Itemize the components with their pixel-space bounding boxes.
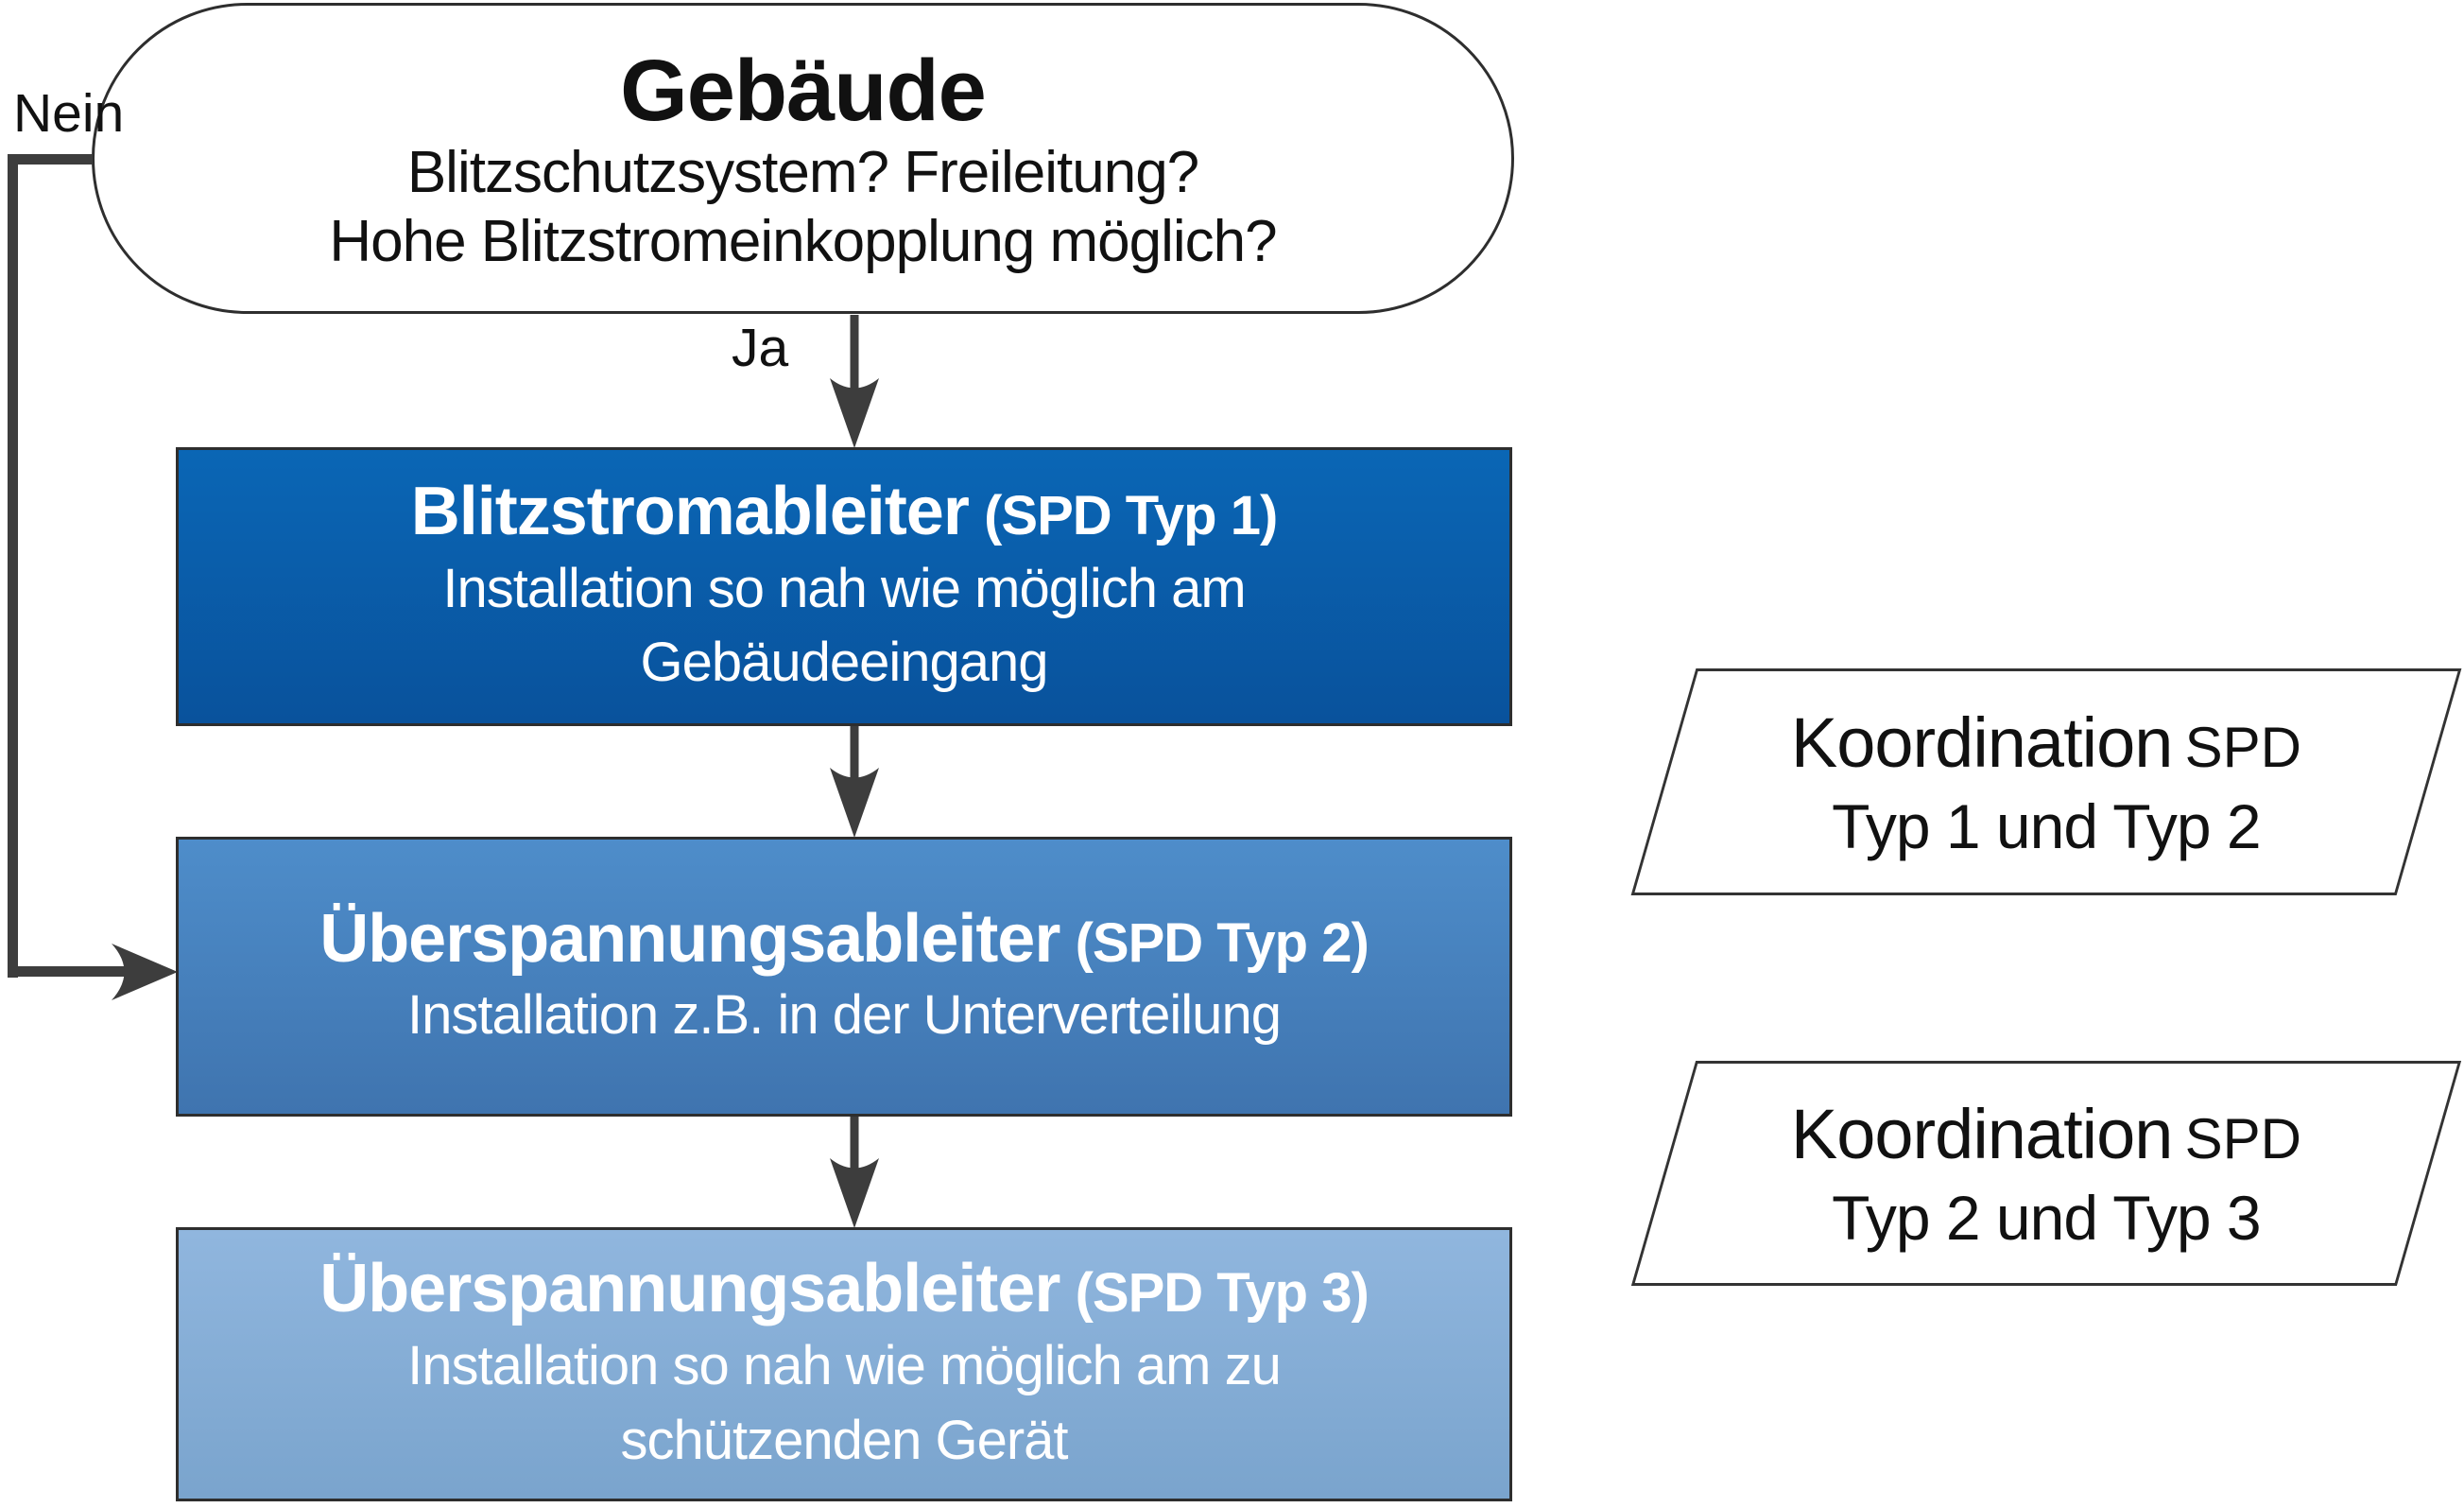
decision-question-line-1: Blitzschutzsystem? Freileitung? [406,140,1199,206]
nein-connector-bottom-segment [8,966,136,977]
box-spd-typ-1: Blitzstromableiter(SPD Typ 1) Installati… [176,447,1512,726]
branch-label-nein: Nein [13,83,125,144]
arrow-down-icon [830,315,879,448]
box-spd-typ-2: Überspannungsableiter(SPD Typ 2) Install… [176,837,1512,1117]
box-title: Überspannungsableiter [319,1251,1060,1327]
box-description-line-1: Installation so nah wie möglich am [442,557,1246,619]
box-description-line-2: Gebäudeeingang [640,632,1048,694]
decision-node-gebaeude: Gebäude Blitzschutzsystem? Freileitung? … [92,3,1514,314]
coordination-title: Koordination [1790,1094,2173,1173]
arrow-right-icon [112,944,178,1000]
box-title-suffix: (SPD Typ 3) [1075,1262,1370,1325]
decision-question-line-2: Hohe Blitzstromeinkopplung möglich? [329,209,1277,275]
coordination-title: Koordination [1790,702,2173,782]
box-title-row: Blitzstromableiter(SPD Typ 1) [410,473,1279,549]
box-description-line-2: schützenden Gerät [620,1409,1068,1471]
arrow-down-icon [830,726,879,838]
box-spd-typ-3: Überspannungsableiter(SPD Typ 3) Install… [176,1227,1512,1501]
box-title: Blitzstromableiter [410,473,970,549]
box-title-row: Überspannungsableiter(SPD Typ 2) [319,900,1370,977]
box-description-line-1: Installation so nah wie möglich am zu [407,1335,1282,1397]
coordination-subtitle: Typ 2 und Typ 3 [1832,1182,2261,1252]
box-title-suffix: (SPD Typ 1) [984,484,1278,546]
coordination-abbr: SPD [2184,715,2302,779]
nein-connector-vertical-segment [8,154,18,978]
branch-label-ja: Ja [732,318,789,378]
box-description-line-1: Installation z.B. in der Unterverteilung [407,984,1282,1047]
decision-title: Gebäude [620,42,987,139]
box-title: Überspannungsableiter [319,900,1060,977]
coordination-subtitle: Typ 1 und Typ 2 [1832,790,2261,860]
arrow-down-icon [830,1117,879,1228]
coordination-abbr: SPD [2184,1106,2302,1170]
nein-connector-top-segment [8,154,93,165]
box-title-suffix: (SPD Typ 2) [1075,911,1370,974]
box-title-row: Überspannungsableiter(SPD Typ 3) [319,1251,1370,1327]
